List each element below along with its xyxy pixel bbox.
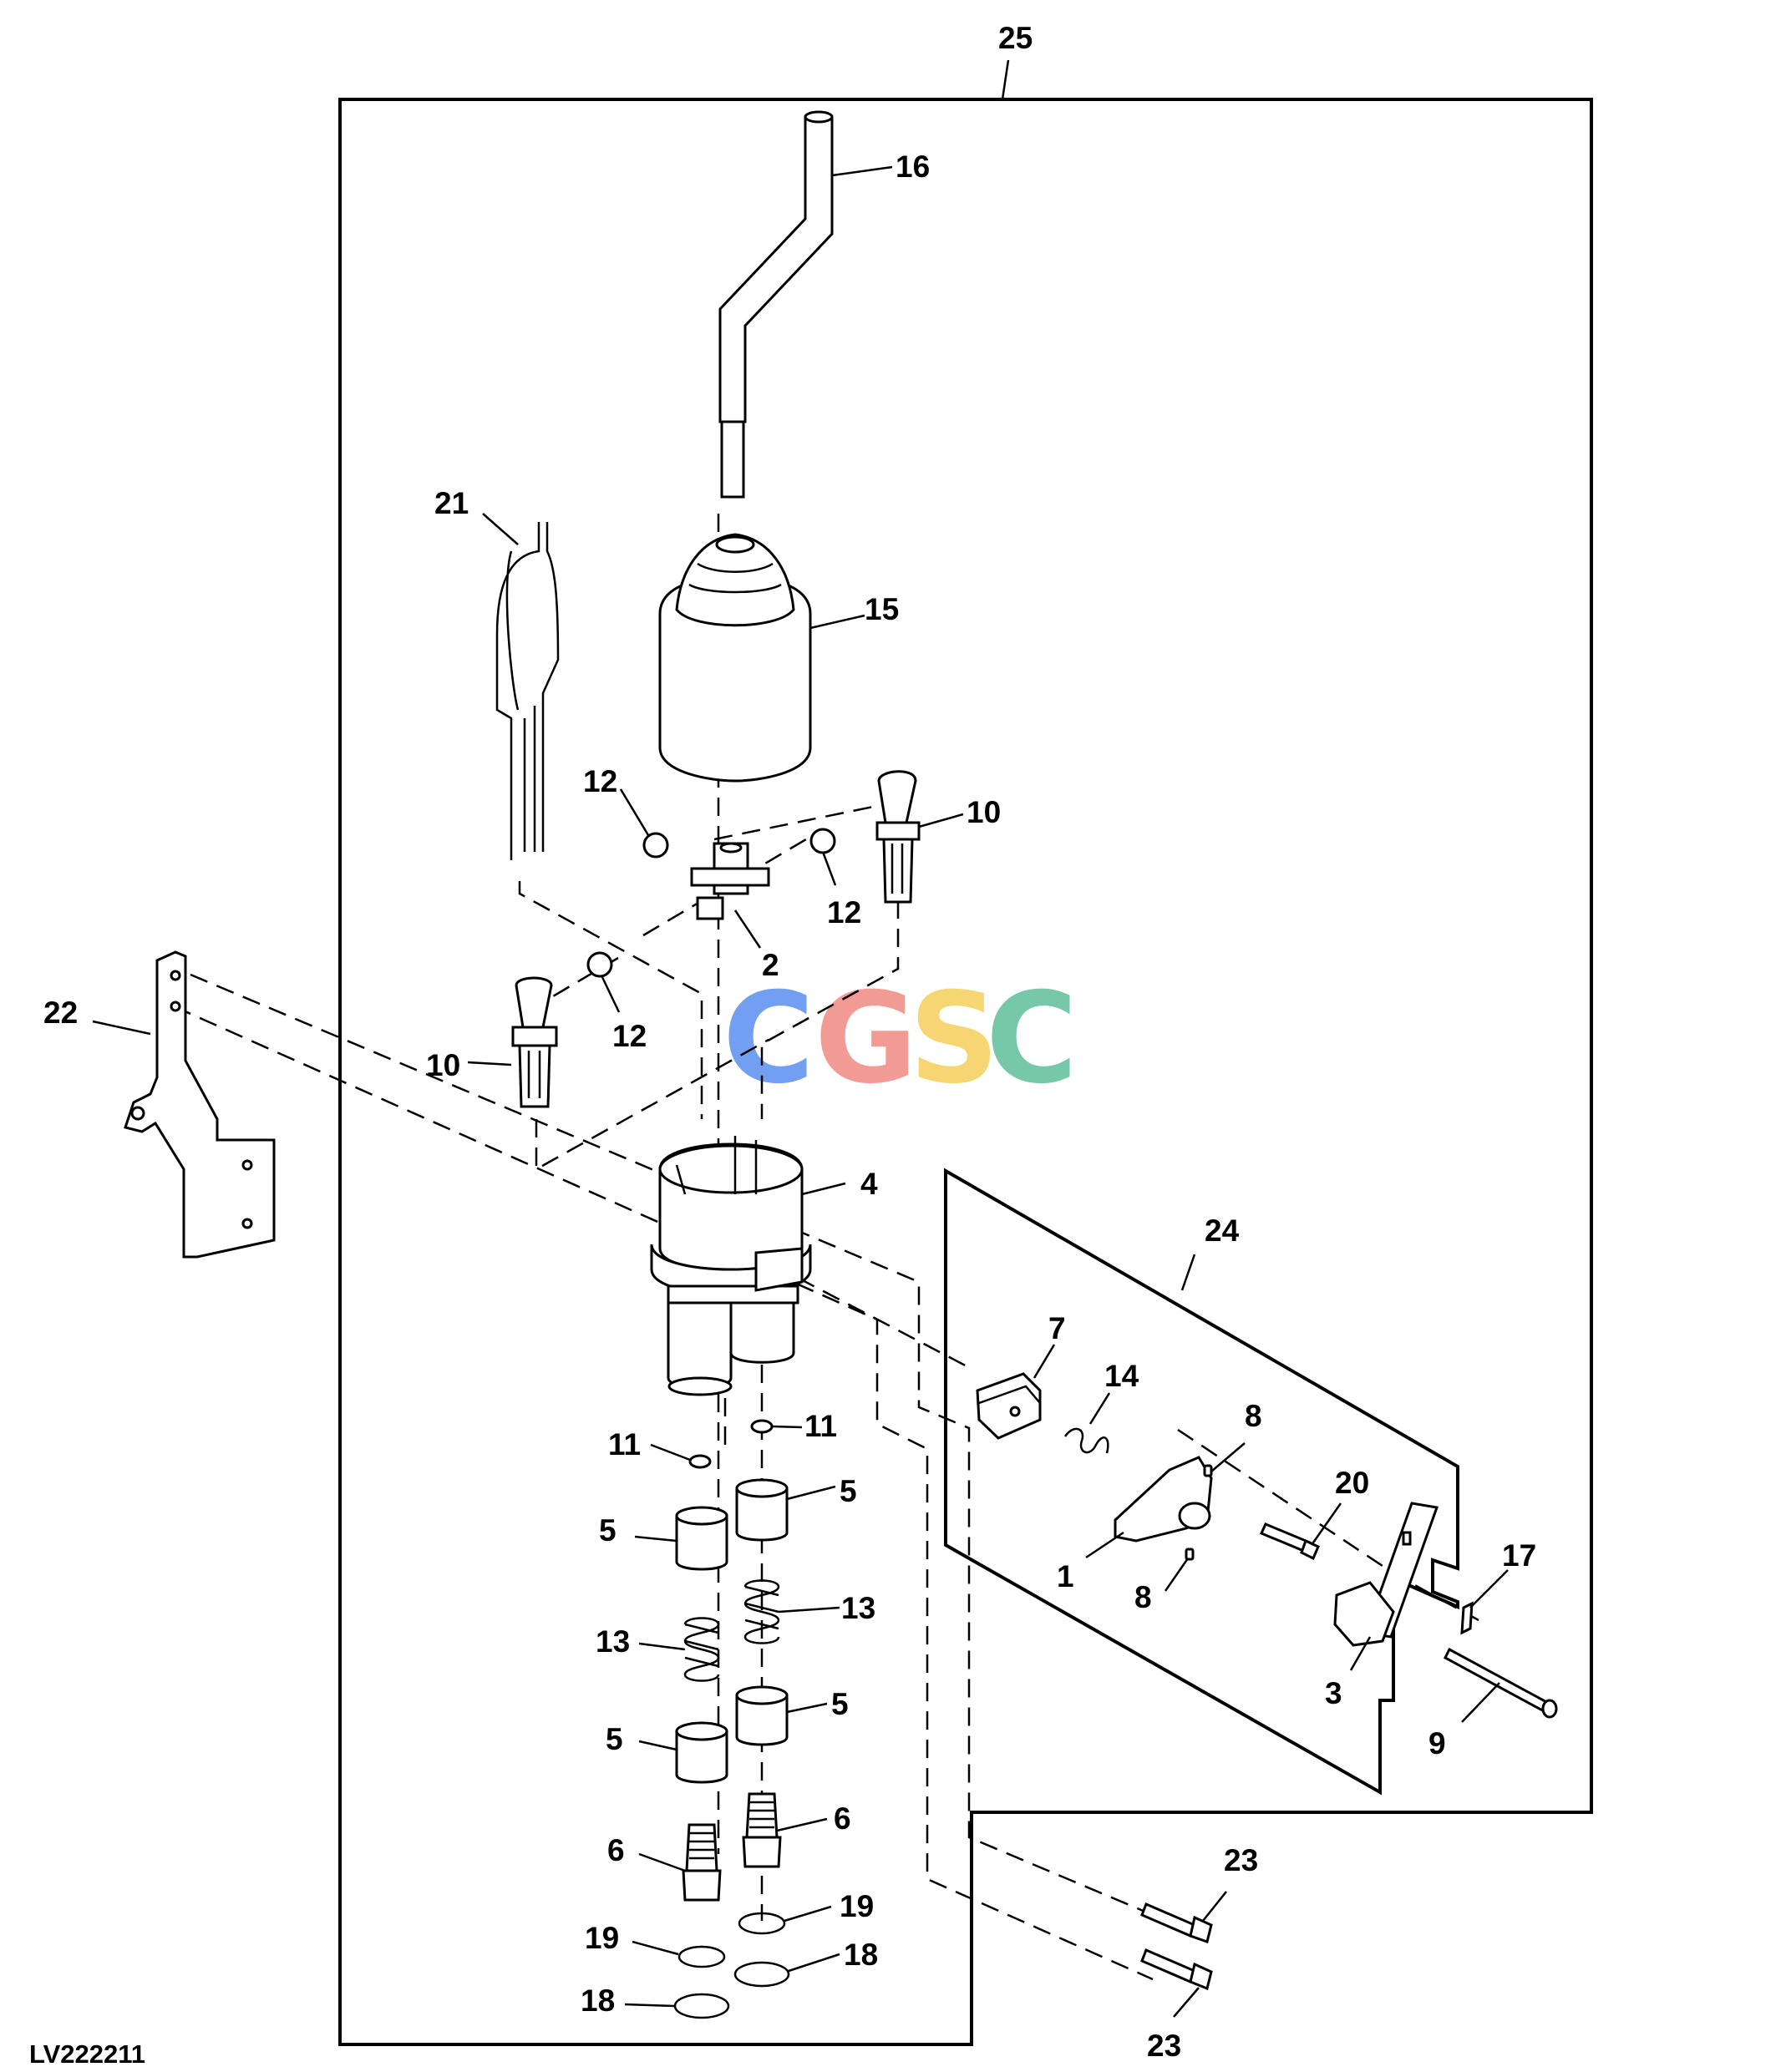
part-19-oring-left bbox=[677, 1945, 726, 1968]
part-7-cam-block bbox=[976, 1372, 1042, 1440]
part-20-screw bbox=[1259, 1522, 1320, 1561]
part-6-piston-right bbox=[742, 1792, 782, 1868]
part-5-bushing-1 bbox=[675, 1506, 728, 1571]
callout-5-upper-right: 5 bbox=[840, 1474, 857, 1508]
part-15-boot bbox=[658, 533, 812, 783]
callout-13-left: 13 bbox=[596, 1624, 630, 1659]
callout-11-right: 11 bbox=[804, 1409, 837, 1443]
kit-25-frame bbox=[338, 98, 1593, 2046]
part-21-clip bbox=[495, 522, 560, 860]
part-13-spring-right bbox=[743, 1579, 780, 1644]
callout-15: 15 bbox=[865, 592, 899, 626]
watermark-letter-c1: C bbox=[723, 966, 814, 1112]
callout-5-upper-left: 5 bbox=[599, 1513, 617, 1548]
part-2-cross-shaft bbox=[690, 842, 770, 920]
part-4-housing bbox=[650, 1136, 812, 1396]
part-12-ball-left bbox=[642, 832, 669, 859]
callout-3: 3 bbox=[1325, 1676, 1342, 1710]
callout-6-left: 6 bbox=[607, 1833, 625, 1867]
callout-19-left: 19 bbox=[585, 1921, 619, 1955]
callout-5-lower-right: 5 bbox=[831, 1687, 849, 1721]
part-18-ring-right bbox=[733, 1961, 790, 1988]
part-10-plunger-left bbox=[511, 976, 558, 1108]
part-14-spring bbox=[1063, 1427, 1109, 1454]
part-17-key bbox=[1460, 1601, 1474, 1635]
callout-21: 21 bbox=[434, 486, 469, 520]
part-12-ball-right bbox=[809, 828, 836, 854]
assembly-lines bbox=[173, 514, 1479, 1981]
part-9-pin bbox=[1444, 1647, 1558, 1719]
part-5-bushing-3 bbox=[675, 1721, 728, 1784]
watermark-letter-g: G bbox=[814, 966, 917, 1112]
callout-7: 7 bbox=[1048, 1311, 1066, 1345]
callout-5-lower-left: 5 bbox=[606, 1722, 623, 1756]
part-16-lever bbox=[718, 110, 834, 499]
callout-11-left: 11 bbox=[608, 1427, 641, 1462]
callout-19-right: 19 bbox=[840, 1889, 874, 1923]
part-23-bolt-upper bbox=[1140, 1902, 1213, 1943]
callout-2: 2 bbox=[762, 948, 779, 982]
callout-20: 20 bbox=[1335, 1466, 1369, 1500]
part-5-bushing-2 bbox=[735, 1478, 789, 1542]
watermark-letter-s: S bbox=[909, 966, 999, 1112]
callout-18-left: 18 bbox=[581, 1983, 615, 2018]
callout-14: 14 bbox=[1104, 1359, 1139, 1393]
part-8-screw-upper bbox=[1203, 1464, 1213, 1477]
callout-12-top-left: 12 bbox=[583, 764, 617, 798]
part-8-screw-lower bbox=[1185, 1548, 1195, 1561]
watermark-logo: C G S C bbox=[723, 966, 1078, 1112]
callout-17: 17 bbox=[1502, 1538, 1536, 1573]
callout-10-left: 10 bbox=[426, 1048, 460, 1082]
callout-12-lower: 12 bbox=[612, 1019, 647, 1053]
kit-24-frame bbox=[944, 1168, 1459, 1796]
leader-lines bbox=[92, 59, 1509, 2018]
part-11-seal-right bbox=[750, 1419, 774, 1434]
callout-8-lower: 8 bbox=[1134, 1580, 1152, 1614]
part-5-bushing-4 bbox=[735, 1685, 789, 1746]
callout-8-upper: 8 bbox=[1245, 1399, 1262, 1433]
callout-9: 9 bbox=[1428, 1726, 1446, 1760]
callout-18-right: 18 bbox=[844, 1938, 878, 1972]
callout-1: 1 bbox=[1057, 1559, 1074, 1593]
callout-16: 16 bbox=[896, 149, 930, 184]
part-10-plunger-right bbox=[875, 770, 921, 904]
callout-12-right: 12 bbox=[827, 895, 861, 930]
part-1-mount bbox=[1114, 1456, 1213, 1543]
part-18-ring-left bbox=[673, 1993, 730, 2019]
callout-4: 4 bbox=[860, 1167, 878, 1201]
part-3-lever-arm bbox=[1333, 1502, 1439, 1647]
part-13-spring-left bbox=[683, 1617, 720, 1682]
part-19-oring-right bbox=[738, 1912, 786, 1935]
callout-22: 22 bbox=[43, 995, 78, 1030]
callout-13-right: 13 bbox=[841, 1591, 875, 1625]
callout-10-right: 10 bbox=[967, 795, 1001, 829]
callout-labels: 25 16 15 21 12 10 12 2 12 10 22 4 24 7 1… bbox=[43, 21, 1536, 2063]
callout-23-lower: 23 bbox=[1147, 2029, 1181, 2063]
part-6-piston-left bbox=[682, 1823, 722, 1902]
watermark-letter-c2: C bbox=[986, 966, 1078, 1112]
part-11-seal-left bbox=[688, 1454, 712, 1469]
callout-6-right: 6 bbox=[834, 1801, 851, 1836]
part-22-bracket bbox=[124, 950, 276, 1259]
callout-24: 24 bbox=[1205, 1213, 1240, 1248]
callout-23-upper: 23 bbox=[1224, 1843, 1258, 1877]
figure-id: LV222211 bbox=[29, 2039, 145, 2069]
callout-25: 25 bbox=[998, 21, 1033, 55]
part-23-bolt-lower bbox=[1140, 1948, 1213, 1991]
part-12-ball-lower bbox=[586, 951, 613, 978]
